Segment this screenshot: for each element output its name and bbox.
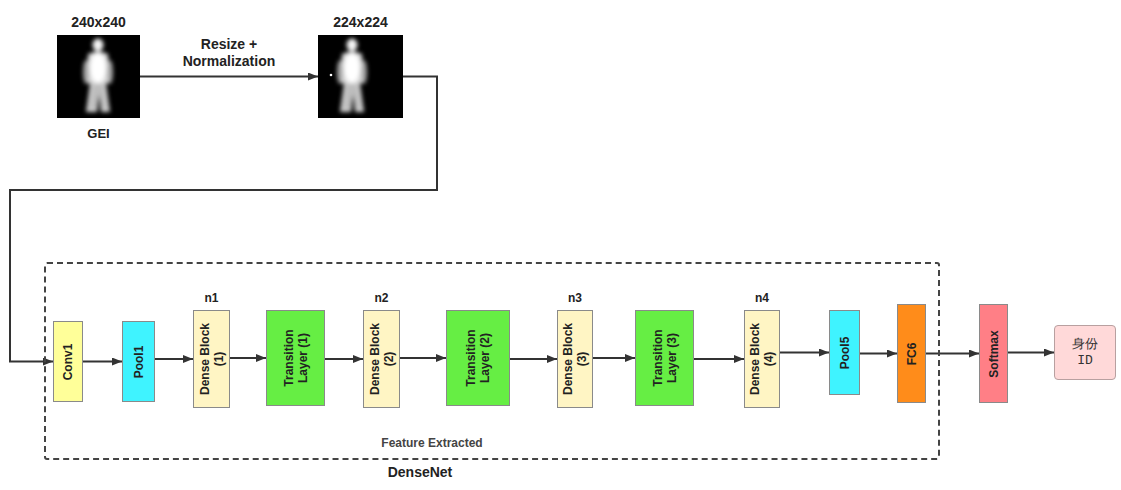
flow-arrow [1008, 352, 1054, 354]
caption-text: 240x240 [71, 14, 126, 30]
layer-box: FC6 [897, 304, 926, 403]
caption-text: DenseNet [388, 464, 453, 480]
layer-box: n3Dense Block (3) [557, 310, 593, 408]
flow-arrow [230, 357, 266, 359]
caption-text: 224x224 [333, 14, 388, 30]
layer-box: Transition Layer (2) [446, 310, 510, 406]
layer-label: Pool5 [838, 315, 852, 390]
flow-arrow [780, 352, 829, 354]
edge-label: Resize + Normalization [164, 36, 294, 70]
layer-box: Pool1 [122, 321, 155, 402]
gei-image [57, 35, 140, 118]
layer-label: Transition Layer (1) [282, 318, 310, 398]
caption-text: 身份 ID [1070, 337, 1100, 369]
layer-box: n2Dense Block (2) [363, 310, 400, 408]
block-count: n4 [755, 291, 769, 305]
flow-arrow [510, 358, 557, 360]
block-count: n2 [374, 291, 388, 305]
noise-dot [330, 74, 333, 77]
layer-box: Conv1 [53, 321, 83, 402]
image-box: 240x240GEI [57, 35, 140, 118]
layer-label: Dense Block (2) [368, 319, 396, 399]
flow-arrow [593, 357, 635, 359]
layer-label: Conv1 [61, 326, 75, 397]
gait-silhouette [83, 39, 113, 113]
image-box: 224x224 [318, 35, 403, 118]
block-count: n1 [204, 291, 218, 305]
layer-label: Transition Layer (3) [651, 318, 679, 398]
block-count: n3 [568, 291, 582, 305]
layer-box: n4Dense Block (4) [744, 310, 780, 408]
output-box: 身份 ID [1054, 325, 1116, 380]
flow-arrow [325, 358, 363, 360]
layer-box: Pool5 [829, 310, 860, 395]
layer-box: Transition Layer (1) [266, 310, 325, 406]
flow-arrow [83, 361, 122, 363]
flow-arrow [926, 353, 979, 355]
layer-label: FC6 [905, 314, 919, 394]
flow-arrow [140, 76, 318, 78]
flow-arrow [400, 357, 446, 359]
flow-arrow [694, 358, 744, 360]
network-band: Feature ExtractedDenseNetConv1Pool1n1Den… [44, 262, 940, 460]
layer-label: Softmax [987, 314, 1001, 394]
layer-label: Dense Block (4) [748, 319, 776, 399]
layer-box: Softmax [979, 304, 1008, 403]
flow-arrow [860, 353, 897, 355]
flow-arrow [155, 358, 193, 360]
layer-label: Transition Layer (2) [464, 318, 492, 398]
layer-label: Dense Block (1) [198, 319, 226, 399]
layer-box: n1Dense Block (1) [193, 310, 230, 408]
layer-label: Dense Block (3) [561, 319, 589, 399]
layer-box: Transition Layer (3) [635, 310, 694, 406]
caption-text: GEI [87, 126, 109, 141]
gait-silhouette [337, 39, 367, 113]
resized-image [318, 35, 403, 118]
layer-label: Pool1 [132, 326, 146, 397]
caption-text: Feature Extracted [381, 436, 482, 450]
